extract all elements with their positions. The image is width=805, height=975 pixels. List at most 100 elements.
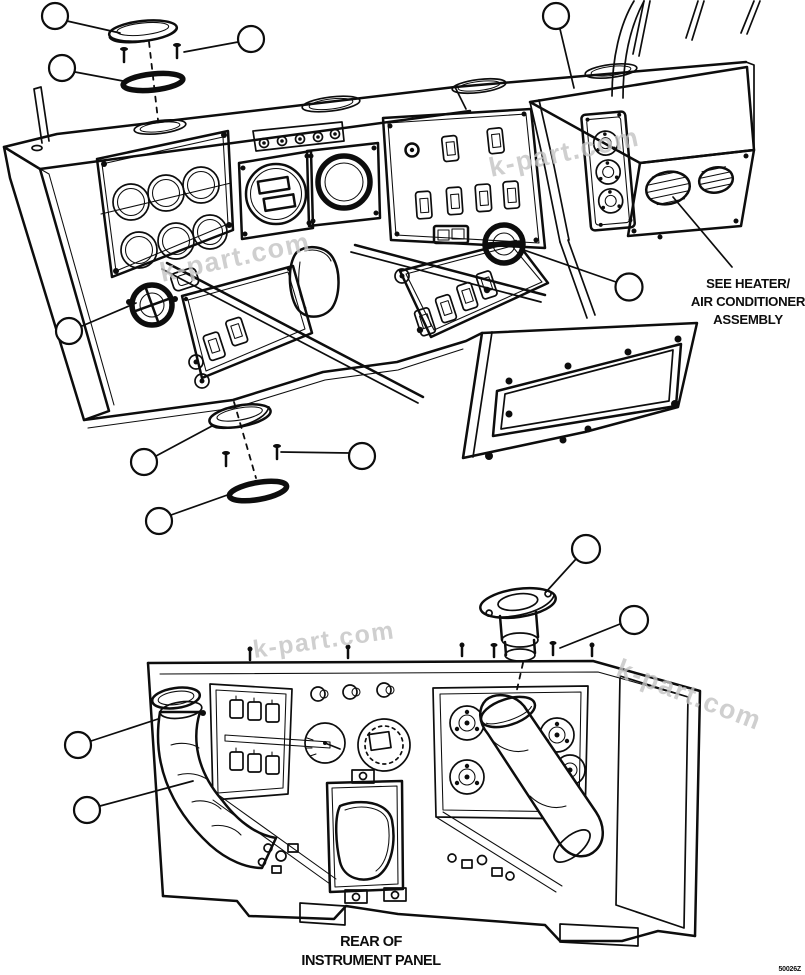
switch-panel-lower-right bbox=[394, 239, 550, 339]
leader-line bbox=[559, 28, 575, 89]
gauge bbox=[192, 214, 228, 250]
annotations: SEE HEATER/ AIR CONDITIONER ASSEMBLY REA… bbox=[301, 196, 805, 973]
panel-top-vent-ovals bbox=[133, 62, 638, 136]
screw bbox=[120, 47, 128, 64]
callout-balloon bbox=[144, 506, 174, 536]
vent-cover bbox=[208, 403, 272, 430]
rear-note-line1: REAR OF bbox=[340, 934, 402, 950]
duct-opening bbox=[150, 686, 202, 710]
leader-line bbox=[520, 248, 617, 283]
callout-balloon bbox=[236, 24, 266, 54]
screw bbox=[173, 43, 181, 60]
screw bbox=[247, 642, 595, 662]
callout-balloon bbox=[570, 533, 602, 565]
switch-panel-lower-left bbox=[180, 264, 314, 389]
shelf-edge bbox=[435, 811, 563, 893]
heater-note-line1: SEE HEATER/ bbox=[706, 276, 790, 291]
connector-plate bbox=[580, 110, 636, 232]
rear-left-bay bbox=[150, 683, 331, 870]
gauge-cluster-left bbox=[95, 129, 235, 279]
callout-balloon bbox=[541, 1, 571, 31]
left-end-cap bbox=[2, 145, 111, 422]
instrument-panel-body bbox=[2, 60, 748, 429]
leader-line bbox=[183, 41, 239, 53]
switch-backs bbox=[229, 695, 280, 775]
leader-line bbox=[559, 623, 621, 649]
speedometer bbox=[237, 149, 315, 241]
heater-unit bbox=[528, 61, 756, 240]
panel-switch bbox=[170, 267, 200, 292]
indicator-light-strip bbox=[252, 121, 345, 152]
alignment-centerline bbox=[515, 662, 524, 695]
callout-balloon bbox=[63, 730, 93, 760]
gauge bbox=[120, 231, 158, 269]
front-callouts bbox=[40, 1, 644, 536]
leader-line bbox=[545, 558, 577, 593]
front-view bbox=[2, 0, 761, 536]
switch-panel-right bbox=[381, 107, 547, 266]
screw bbox=[549, 641, 557, 657]
screw bbox=[222, 451, 230, 468]
connector-rosette bbox=[449, 705, 485, 741]
screw bbox=[273, 444, 281, 461]
dimmer-switch bbox=[432, 224, 470, 245]
connector-rosette bbox=[449, 759, 485, 795]
heater-vent bbox=[644, 170, 692, 206]
watermark-text: k-part.com bbox=[486, 122, 642, 183]
leader-line bbox=[99, 780, 194, 807]
connector-rosette bbox=[592, 130, 619, 156]
gauge bbox=[112, 183, 150, 221]
rear-center-bay bbox=[212, 682, 411, 904]
speaker-grille bbox=[491, 342, 683, 438]
alignment-centerline bbox=[148, 41, 159, 121]
leader-line bbox=[672, 196, 733, 268]
tachometer bbox=[305, 141, 382, 228]
access-panel bbox=[325, 769, 407, 904]
rear-callouts bbox=[63, 533, 650, 825]
grille-console bbox=[461, 321, 699, 460]
gauge bbox=[182, 166, 220, 204]
callout-balloon bbox=[618, 604, 650, 636]
leader-line bbox=[81, 302, 137, 327]
rear-panel-box bbox=[146, 642, 702, 947]
leader-line bbox=[170, 492, 234, 516]
vent-gasket bbox=[226, 478, 290, 504]
gauge bbox=[157, 222, 195, 260]
leader-line bbox=[155, 425, 213, 457]
leader-line bbox=[90, 718, 159, 742]
callout-balloon bbox=[47, 53, 77, 83]
callout-balloon bbox=[72, 795, 102, 825]
vent-gasket bbox=[120, 70, 186, 94]
exploded-duct-adapter bbox=[479, 586, 557, 695]
shelf-edge bbox=[212, 795, 337, 885]
gauge bbox=[147, 174, 185, 212]
rear-view bbox=[63, 533, 702, 947]
rear-note-line2: INSTRUMENT PANEL bbox=[301, 953, 441, 969]
leader-line bbox=[74, 71, 124, 82]
knob-backs bbox=[310, 682, 395, 702]
wiring-cluster bbox=[257, 843, 299, 874]
callout-balloon bbox=[40, 1, 70, 31]
callout-balloon bbox=[54, 316, 84, 346]
blackout-lamp bbox=[126, 282, 178, 328]
corrugated-duct bbox=[156, 700, 278, 870]
alignment-centerline bbox=[233, 401, 257, 479]
leader-line bbox=[280, 451, 350, 454]
screw bbox=[490, 643, 498, 659]
connector-rosette bbox=[595, 159, 622, 185]
gauge-back bbox=[304, 722, 346, 764]
connector-rosette bbox=[597, 188, 624, 214]
heater-vent bbox=[697, 166, 735, 194]
wiring-cluster bbox=[447, 853, 515, 881]
heater-duct bbox=[479, 693, 604, 863]
watermark-text: k-part.com bbox=[251, 616, 396, 664]
watermark-text: k-part.com bbox=[612, 653, 766, 736]
vent-cover bbox=[107, 19, 179, 44]
heater-note-line2: AIR CONDITIONER bbox=[691, 294, 805, 309]
callout-balloon bbox=[614, 272, 644, 302]
rear-right-bay bbox=[432, 685, 604, 893]
callout-balloon bbox=[129, 447, 159, 477]
leader-line bbox=[66, 20, 121, 34]
